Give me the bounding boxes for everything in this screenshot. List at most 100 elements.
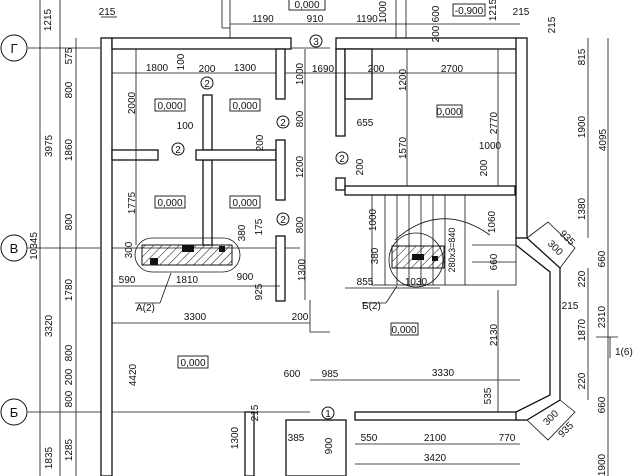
dimension-label: 1215 [488, 0, 499, 21]
dimension-label: 1030 [405, 277, 428, 288]
dimension-label: 1300 [297, 258, 308, 281]
elevation-marks: 0,000 0,000 0,000 0,000 0,000 0,000 0,00… [154, 0, 486, 369]
dimension-label: 200 [199, 64, 216, 75]
dimension-label: 660 [597, 250, 608, 267]
dimension-label: 655 [357, 118, 374, 129]
dimension-label: 200 [479, 159, 490, 176]
dimension-label: 925 [254, 283, 265, 300]
dimension-label: 200 [255, 134, 266, 151]
dimension-label: 380 [237, 224, 248, 241]
dimension-label: 815 [577, 48, 588, 65]
dimension-label: 4420 [128, 363, 139, 386]
dimension-label: 200 [355, 158, 366, 175]
dimension-label: 1000 [378, 0, 389, 23]
dimension-label: 380 [370, 247, 381, 264]
axis-label: Г [10, 41, 17, 56]
dimension-label: 660 [489, 253, 500, 270]
dimension-label: 300 [124, 241, 135, 258]
dimension-label: 220 [577, 372, 588, 389]
dimension-label: 10345 [29, 232, 40, 260]
callout-leaders [135, 272, 618, 358]
axis-marker-g: Г [0, 34, 28, 62]
dimension-label: 200 [431, 25, 442, 42]
dimension-label: 900 [324, 437, 335, 454]
grid-axis-lines [28, 0, 330, 476]
dimension-label: 300 [545, 238, 565, 258]
dimension-label: 800 [64, 81, 75, 98]
elevation-label: 0,000 [391, 325, 416, 336]
dimension-label: 1200 [295, 155, 306, 178]
dimension-label: 800 [64, 390, 75, 407]
section-mark: 1(6) [615, 347, 633, 358]
elevation-label: 0,000 [436, 107, 461, 118]
dimension-label: 215 [562, 301, 579, 312]
elevation-label: 0,000 [232, 198, 257, 209]
dimension-label: 215 [547, 16, 558, 33]
axis-marker-v: В [0, 234, 28, 262]
dimension-label: 910 [307, 14, 324, 25]
dimension-label: 770 [499, 433, 516, 444]
dimension-label: 1690 [312, 64, 335, 75]
dimension-label: 1000 [479, 141, 502, 152]
dimension-label: 985 [322, 369, 339, 380]
dimension-label: 3330 [432, 368, 455, 379]
dimension-label: 1190 [252, 14, 274, 25]
wall-type-marks: 2 2 2 2 2 3 1 [171, 34, 349, 420]
dimension-label: 215 [99, 7, 116, 18]
axis-label: Б [10, 405, 19, 420]
staircase [371, 194, 517, 286]
dimension-label: 1800 [146, 63, 169, 74]
dimension-label: 1215 [43, 8, 54, 31]
dimension-label: 385 [288, 433, 305, 444]
dimension-label: 215 [250, 404, 261, 421]
dimension-label: 935 [556, 420, 576, 440]
dimension-label: 660 [597, 396, 608, 413]
dimension-label: 100 [176, 53, 187, 70]
wall-mark: 2 [204, 79, 210, 90]
dimension-label: 1810 [176, 275, 199, 286]
elevation-label: 0,000 [294, 0, 319, 11]
wall-mark: 2 [280, 118, 286, 129]
dimension-label: 1860 [64, 138, 75, 161]
dimension-label: 550 [361, 433, 378, 444]
dimension-label: 2310 [597, 305, 608, 328]
dimension-label: 175 [254, 218, 265, 235]
dimension-label: 1190 [356, 14, 378, 25]
dimension-label: 1285 [64, 438, 75, 461]
dimension-label: 1380 [577, 197, 588, 220]
dimension-label: 600 [284, 369, 301, 380]
chimney-a [134, 237, 241, 273]
elevation-label: 0,000 [157, 198, 182, 209]
axis-label: В [10, 241, 19, 256]
dimension-label: 4095 [598, 128, 609, 151]
callout-a: A(2) [136, 303, 155, 314]
dimension-label: 3420 [424, 453, 447, 464]
wall-mark: 1 [325, 409, 331, 420]
dimension-label: 2100 [424, 433, 447, 444]
dimension-label: 1060 [487, 210, 498, 233]
dimension-label: 280x3=840 [447, 228, 457, 273]
wall-mark: 2 [175, 145, 181, 156]
dimension-label: 200 [368, 64, 385, 75]
dimension-label: 3975 [44, 134, 55, 157]
dimension-label: 800 [295, 110, 306, 127]
wall-mark: 2 [280, 215, 286, 226]
dimension-label: 2770 [489, 111, 500, 134]
dimension-label: 1300 [230, 426, 241, 449]
dimension-label: 575 [64, 47, 75, 64]
dimension-lines [101, 16, 609, 476]
dimension-label: 600 [431, 5, 442, 22]
dimension-label: 1775 [127, 191, 138, 214]
dimension-label: 1835 [44, 446, 55, 469]
dimension-label: 1780 [64, 278, 75, 301]
dimension-label: 800 [64, 213, 75, 230]
wall-mark: 3 [313, 37, 319, 48]
elevation-label: 0,000 [180, 358, 205, 369]
dimension-label: 855 [357, 277, 374, 288]
dimension-labels: 215 1190 910 1190 1000 600 200 1215 215 … [29, 0, 609, 476]
dimension-label: 100 [177, 121, 194, 132]
elevation-label: 0,000 [232, 101, 257, 112]
dimension-label: 1870 [577, 318, 588, 341]
dimension-label: 2000 [127, 91, 138, 114]
